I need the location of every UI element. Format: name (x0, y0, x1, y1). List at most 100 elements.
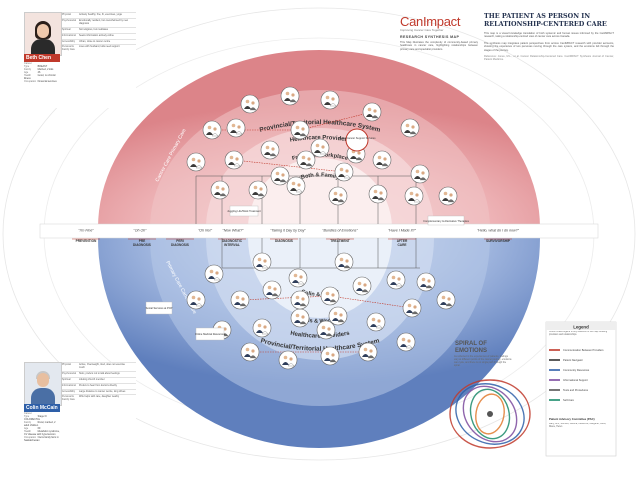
person-head-icon (397, 277, 401, 281)
person-head-icon (221, 187, 225, 191)
legend-label: Self-Care (563, 398, 575, 402)
persona-info-key: Cancer Type (24, 62, 32, 68)
quote-2: "Oh No!" (198, 229, 213, 233)
persona-attribute-value: Emotionally resilient, but overwhelmed b… (79, 18, 129, 25)
persona-info-key: Occupation (24, 436, 37, 439)
vignette-bottom-12 (366, 312, 386, 332)
person-body-icon (356, 288, 363, 291)
person-body-icon (271, 293, 279, 297)
person-head-icon (271, 147, 275, 151)
vignette-frame (396, 332, 416, 352)
person-head-icon (339, 313, 343, 317)
stage-label-1-0: PRE (139, 239, 146, 243)
person-body-icon (282, 362, 289, 365)
callout-complementary: Complementary & Alternative Therapies (423, 215, 470, 226)
vignette-frame (260, 140, 280, 160)
person-body-icon (266, 292, 273, 295)
person-head-icon (285, 91, 290, 96)
person-body-icon (375, 325, 383, 329)
persona-info-row: Family Rural, married, 2 adult children (24, 421, 60, 427)
person-head-icon (273, 287, 277, 291)
persona-attribute-key: Psychosocial (62, 18, 76, 22)
person-head-icon (251, 349, 255, 353)
stage-label-2-0: PERI (176, 239, 184, 243)
person-body-icon (419, 177, 427, 181)
vignette-bottom-7 (416, 272, 436, 292)
persona-info-row: Age 69 (24, 427, 60, 430)
person-head-icon (331, 293, 335, 297)
person-body-icon (338, 174, 345, 177)
person-body-icon (294, 302, 301, 305)
vignette-frame (290, 308, 310, 328)
persona-attribute-value: Urban, close to cancer centre (79, 39, 111, 43)
stage-4: DIAGNOSIS (270, 238, 298, 243)
colin-face (37, 373, 49, 387)
legend-panel: Legend Colour coded legend of key featur… (545, 321, 617, 457)
person-head-icon (321, 145, 325, 149)
person-body-icon (206, 132, 213, 135)
person-body-icon (299, 303, 307, 307)
vignette-frame (270, 166, 290, 186)
emotion-loop-1 (455, 383, 525, 445)
person-body-icon (244, 354, 251, 357)
vignette-frame (368, 184, 388, 204)
persona-attribute-value: Lives with husband, kids need support (79, 45, 120, 49)
legend-item-0: Communication Between Providers (549, 348, 604, 352)
person-body-icon (400, 344, 407, 347)
person-head-icon (231, 123, 236, 128)
vignette-top-14 (248, 180, 268, 200)
person-head-icon (407, 303, 412, 308)
vignette-frame (204, 264, 224, 284)
emotions-title-line2: EMOTIONS (455, 348, 487, 354)
person-head-icon (301, 127, 305, 131)
person-body-icon (305, 163, 313, 167)
quotes-row: "I'm Fine""Oh Oh""Oh No!""Now What?""Tak… (78, 229, 519, 233)
person-body-icon (249, 107, 257, 111)
callout-complementary-label: Complementary & Alternative Therapies (423, 219, 469, 223)
person-head-icon (301, 315, 305, 319)
persona-attribute-row: Personal & Family CareWife helps with ca… (62, 394, 136, 403)
quote-1: "Oh Oh" (133, 229, 147, 233)
person-head-icon (191, 157, 196, 162)
vignette-frame (202, 120, 222, 140)
quote-7: "Hello, what do I do now?" (477, 229, 520, 233)
person-head-icon (295, 125, 300, 130)
persona-info-value: Married, 2 kids (37, 68, 54, 71)
person-body-icon (395, 283, 403, 287)
person-body-icon (300, 162, 307, 165)
person-body-icon (325, 333, 333, 337)
persona-attribute-row: Personal & Family CareLives with husband… (62, 44, 136, 53)
vignette-bottom-20 (316, 320, 336, 340)
legend-item-1: Patient Navigator (549, 358, 583, 362)
person-body-icon (377, 197, 385, 201)
stage-label-2-1: DIAGNOSIS (171, 243, 189, 247)
person-head-icon (321, 325, 326, 330)
person-body-icon (297, 281, 305, 285)
person-body-icon (295, 189, 303, 193)
person-body-icon (294, 132, 301, 135)
callout-web-label: Online Medical Resources (195, 332, 226, 336)
stage-label-6-0: AFTER (397, 239, 408, 243)
person-body-icon (256, 264, 263, 267)
legend-item-5: Self-Care (549, 398, 575, 402)
vignette-top-4 (362, 102, 382, 122)
person-head-icon (307, 157, 311, 161)
person-body-icon (337, 199, 345, 203)
persona-attribute-key: Psychosocial (62, 371, 76, 375)
person-body-icon (279, 179, 287, 183)
person-body-icon (442, 198, 449, 201)
person-head-icon (331, 97, 335, 101)
connector-link-4 (239, 295, 331, 301)
connector-link-3 (329, 295, 413, 309)
person-body-icon (195, 303, 203, 307)
map-title-line1: THE PATIENT AS PERSON IN (484, 12, 591, 20)
person-body-icon (320, 332, 327, 335)
timeline-band (39, 223, 599, 239)
person-head-icon (191, 295, 196, 300)
vignette-top-3 (320, 90, 340, 110)
quote-6: "Have I Made It?" (388, 229, 417, 233)
person-body-icon (261, 265, 269, 269)
